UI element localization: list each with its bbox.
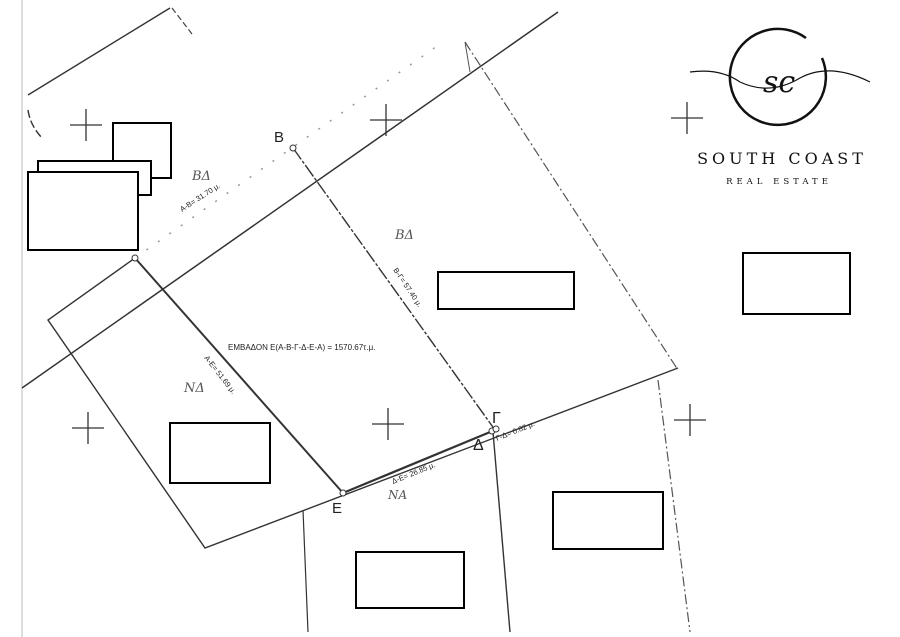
edge-b-g (292, 147, 496, 431)
redacted-boxes (27, 122, 851, 609)
dim-a-e: Α-Ε= 51.69 μ. (202, 354, 238, 396)
point-a (131, 254, 139, 262)
dim-a-b: Α-Β= 31.70 μ. (178, 181, 222, 214)
point-e (339, 489, 347, 497)
neighbor-label-4: ΝΑ (387, 488, 408, 502)
area-label: ΕΜΒΑΔΟΝ Ε(Α-Β-Γ-Δ-Ε-Α) = 1570.67τ.μ. (228, 343, 375, 352)
grid-crosses (70, 102, 706, 444)
logo-swoosh (689, 70, 871, 89)
south-coast-logo: sc SOUTH COAST REAL ESTATE (689, 27, 871, 187)
logo-monogram: sc (763, 65, 795, 100)
label-point-b: B (274, 129, 284, 146)
logo-circle (728, 27, 828, 127)
dotted-line (134, 43, 441, 259)
road-line (21, 11, 559, 389)
edge-a-e (134, 257, 344, 494)
outer-boundary (47, 257, 679, 549)
edge-d-e (342, 428, 496, 495)
boundary-tick (464, 41, 471, 73)
road-edge-line (27, 7, 171, 96)
label-point-e: E (332, 500, 342, 517)
neighbor-label-2: ΒΔ (394, 228, 414, 243)
label-point-d: Δ (473, 437, 484, 454)
boundary-dashed (464, 41, 679, 371)
neighbor-label-1: ΒΔ (191, 169, 211, 184)
logo-subtitle: REAL ESTATE (726, 177, 832, 187)
point-g (492, 425, 500, 433)
neighbor-label-3: ΝΔ (183, 381, 205, 396)
lower-boundary-1 (492, 431, 511, 633)
point-b (289, 144, 297, 152)
dim-b-g: Β-Γ= 57.40 μ. (391, 266, 424, 309)
dashed-line (171, 7, 193, 35)
lower-boundary-2 (302, 509, 309, 633)
curve-line (27, 109, 43, 139)
lower-boundary-3 (657, 379, 691, 633)
logo-title: SOUTH COAST (697, 149, 867, 168)
label-point-g: Γ (492, 410, 501, 427)
